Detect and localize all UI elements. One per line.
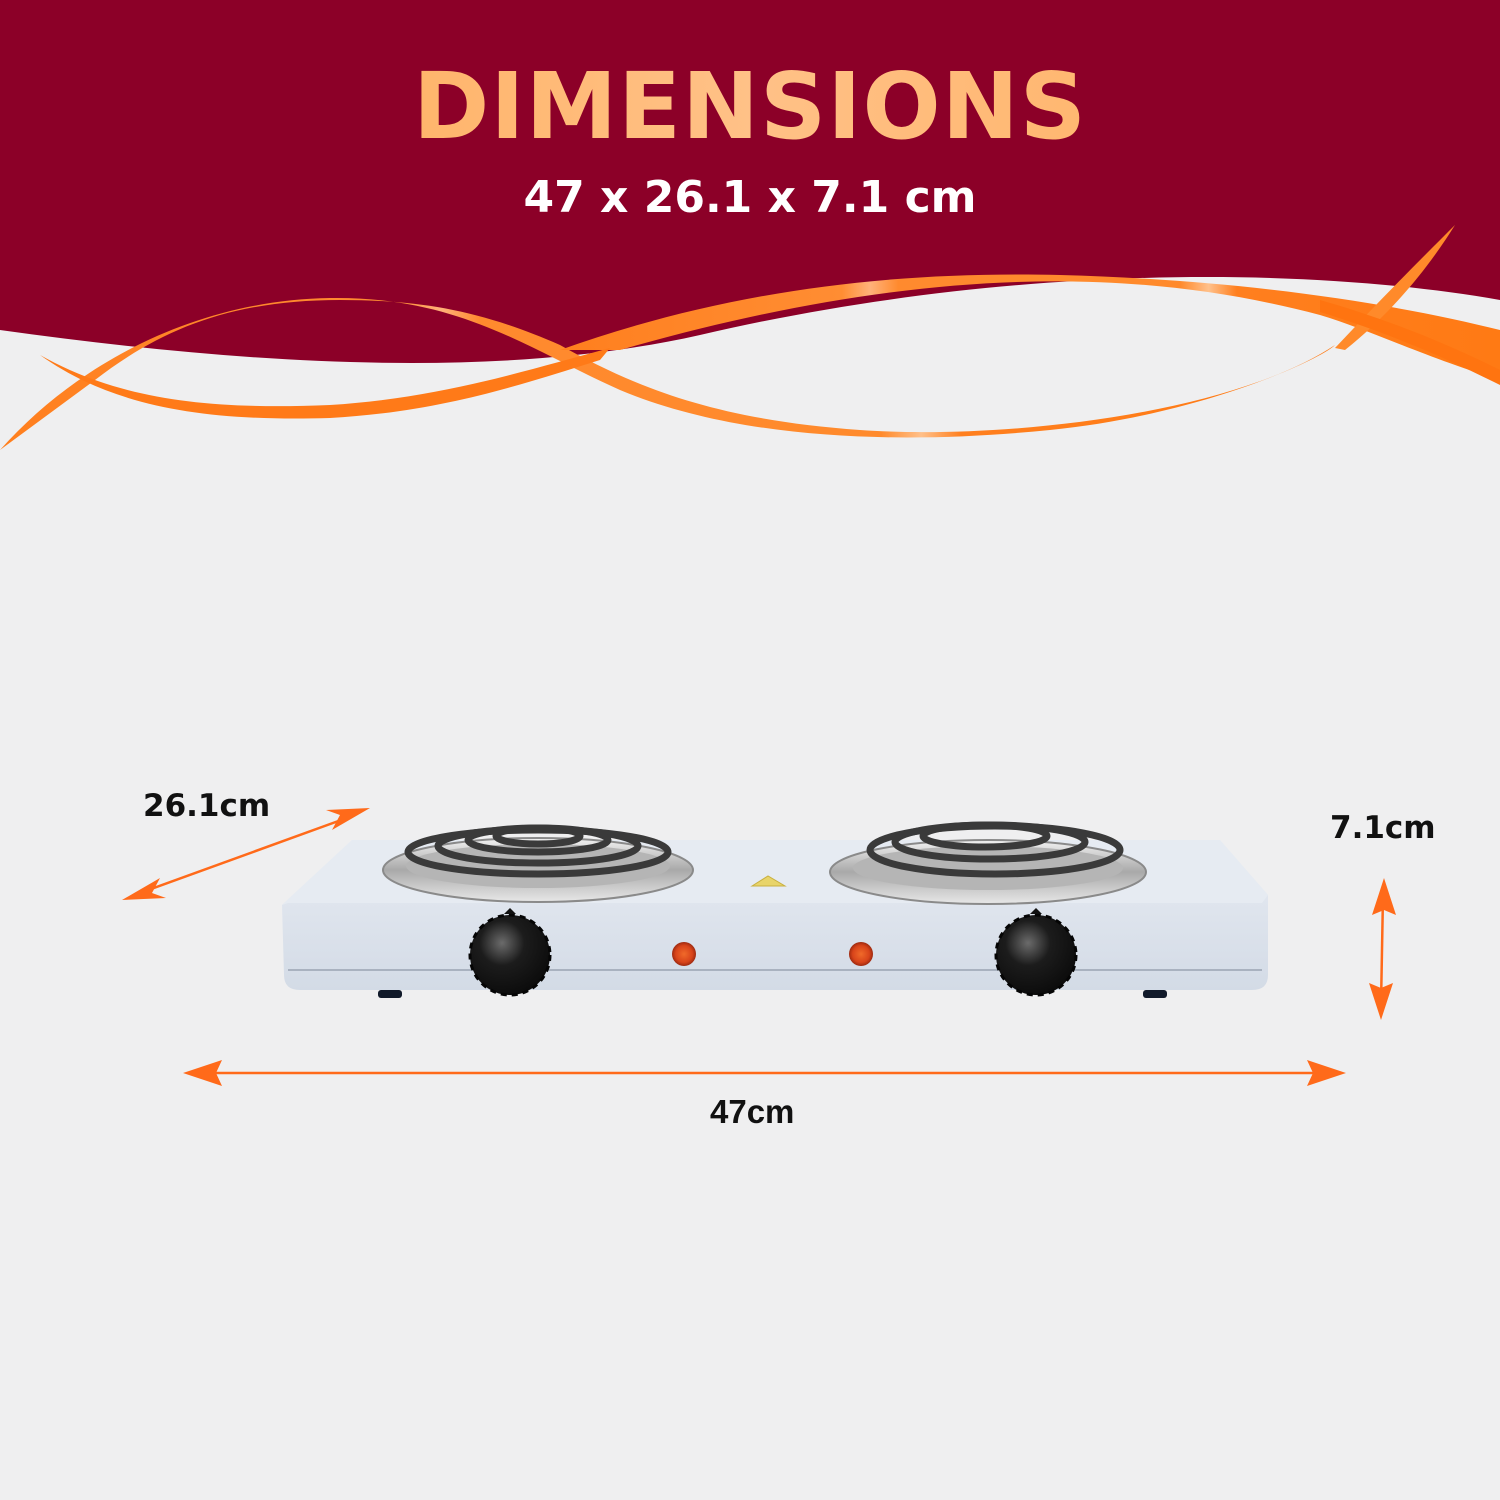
header-banner — [0, 0, 1500, 363]
ribbon-upper — [560, 274, 1500, 380]
hot-plate — [282, 821, 1268, 998]
page-title: DIMENSIONS — [0, 52, 1500, 162]
width-label: 47cm — [710, 1093, 795, 1130]
warning-triangle-icon — [750, 875, 787, 887]
indicator-light-right — [849, 942, 873, 966]
ribbon-lower — [40, 348, 610, 419]
indicator-light-left — [672, 942, 696, 966]
depth-label: 26.1cm — [143, 788, 271, 824]
left-knob — [468, 908, 552, 997]
right-knob — [994, 908, 1078, 997]
height-arrow-icon — [1369, 878, 1396, 1020]
dimensions-summary: 47 x 26.1 x 7.1 cm — [523, 172, 977, 223]
width-arrow-icon — [183, 1060, 1346, 1086]
height-label: 7.1cm — [1330, 810, 1436, 846]
ribbon-upper-edge — [1320, 300, 1500, 385]
depth-arrow-icon — [122, 808, 370, 900]
